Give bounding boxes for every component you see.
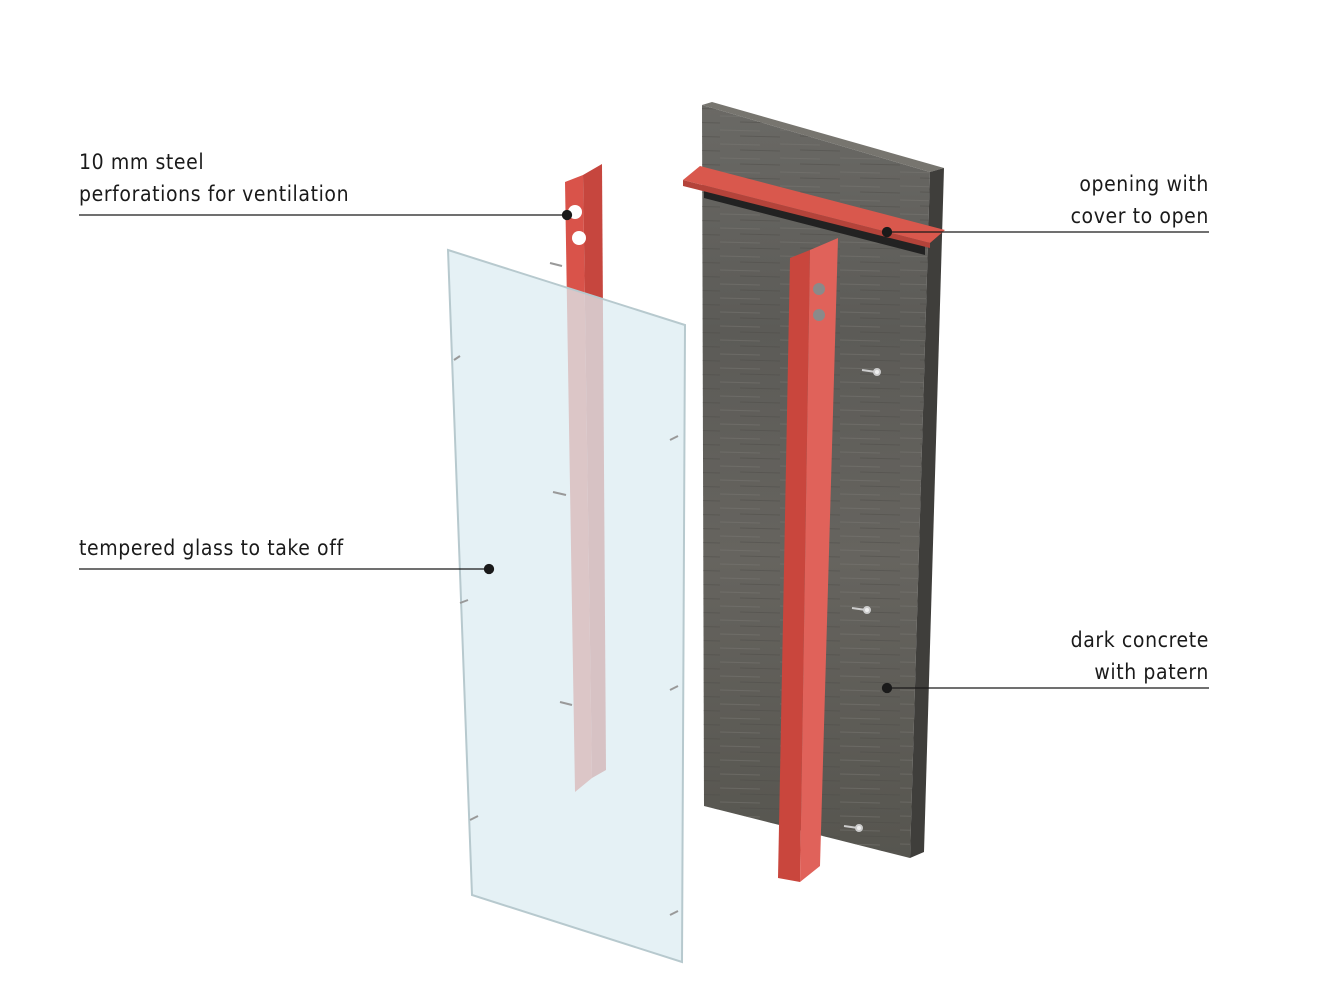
label-steel: 10 mm steel perforations for ventilation — [79, 146, 349, 210]
steel-bracket-right — [778, 238, 838, 882]
label-opening-line2: cover to open — [1070, 204, 1209, 228]
bolts-concrete — [843, 368, 881, 832]
label-steel-line1: 10 mm steel — [79, 150, 205, 174]
label-concrete: dark concrete with patern — [1071, 624, 1209, 688]
label-steel-line2: perforations for ventilation — [79, 182, 350, 206]
tempered-glass-pane — [446, 248, 687, 964]
label-concrete-line2: with patern — [1094, 660, 1209, 684]
label-concrete-line1: dark concrete — [1070, 628, 1209, 652]
leader-lines — [79, 209, 1209, 694]
opening-cover — [683, 166, 945, 255]
label-glass: tempered glass to take off — [79, 532, 344, 564]
label-opening-line1: opening with — [1079, 172, 1209, 196]
label-glass-line1: tempered glass to take off — [79, 536, 344, 560]
label-opening: opening with cover to open — [1071, 168, 1209, 232]
